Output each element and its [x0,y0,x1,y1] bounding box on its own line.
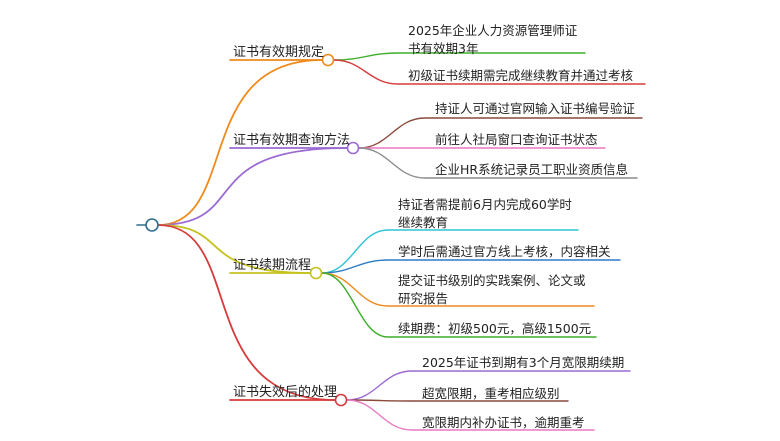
branch-node-circle[interactable] [334,393,348,407]
branch-node-circle[interactable] [309,266,323,280]
child-node-label: 初级证书续期需完成继续教育并通过考核 [408,68,634,83]
child-connector [321,272,597,338]
branch-node-circle[interactable] [346,141,360,155]
child-node-label: 持证人可通过官网输入证书编号验证 [435,101,636,116]
child-node-label: 前往人社局窗口查询证书状态 [435,132,598,147]
branch-node-label: 证书续期流程 [233,258,312,273]
child-node-label: 2025年企业人力资源管理师证 [408,23,578,38]
branch-node-label: 证书有效期查询方法 [233,133,351,148]
branch-node-label: 证书失效后的处理 [233,385,338,400]
child-node-label: 提交证书级别的实践案例、论文或 [398,273,586,288]
child-node-label: 宽限期内补办证书，逾期重考 [422,415,585,430]
child-node-label: 超宽限期，重考相应级别 [422,386,560,401]
root-node-circle[interactable] [145,218,159,232]
child-node-label: 继续教育 [398,215,449,230]
branch-connector [157,147,348,226]
child-connector [346,370,631,401]
child-connector [321,229,579,274]
branch-node-circle[interactable] [321,53,335,67]
child-node-label: 学时后需通过官方线上考核，内容相关 [398,244,611,259]
child-connector [321,272,595,307]
branch-node-label: 证书有效期规定 [233,45,325,60]
child-connector [333,52,586,61]
child-node-label: 企业HR系统记录员工职业资质信息 [435,162,629,177]
child-connector [358,147,638,179]
child-node-label: 研究报告 [398,291,449,306]
node-layer [145,53,360,407]
child-node-label: 书有效期3年 [408,41,479,56]
child-connector [333,59,646,85]
child-node-label: 续期费：初级500元，高级1500元 [398,321,592,336]
child-connector [346,399,569,402]
child-node-label: 持证者需提前6月内完成60学时 [398,197,572,212]
connector-layer [136,52,646,431]
branch-connector [157,59,323,226]
child-node-label: 2025年证书到期有3个月宽限期续期 [422,355,625,370]
child-connector [321,259,621,274]
child-connector [346,399,595,431]
branch-connector [157,224,311,274]
child-connector [358,117,643,149]
branch-connector [157,224,336,401]
